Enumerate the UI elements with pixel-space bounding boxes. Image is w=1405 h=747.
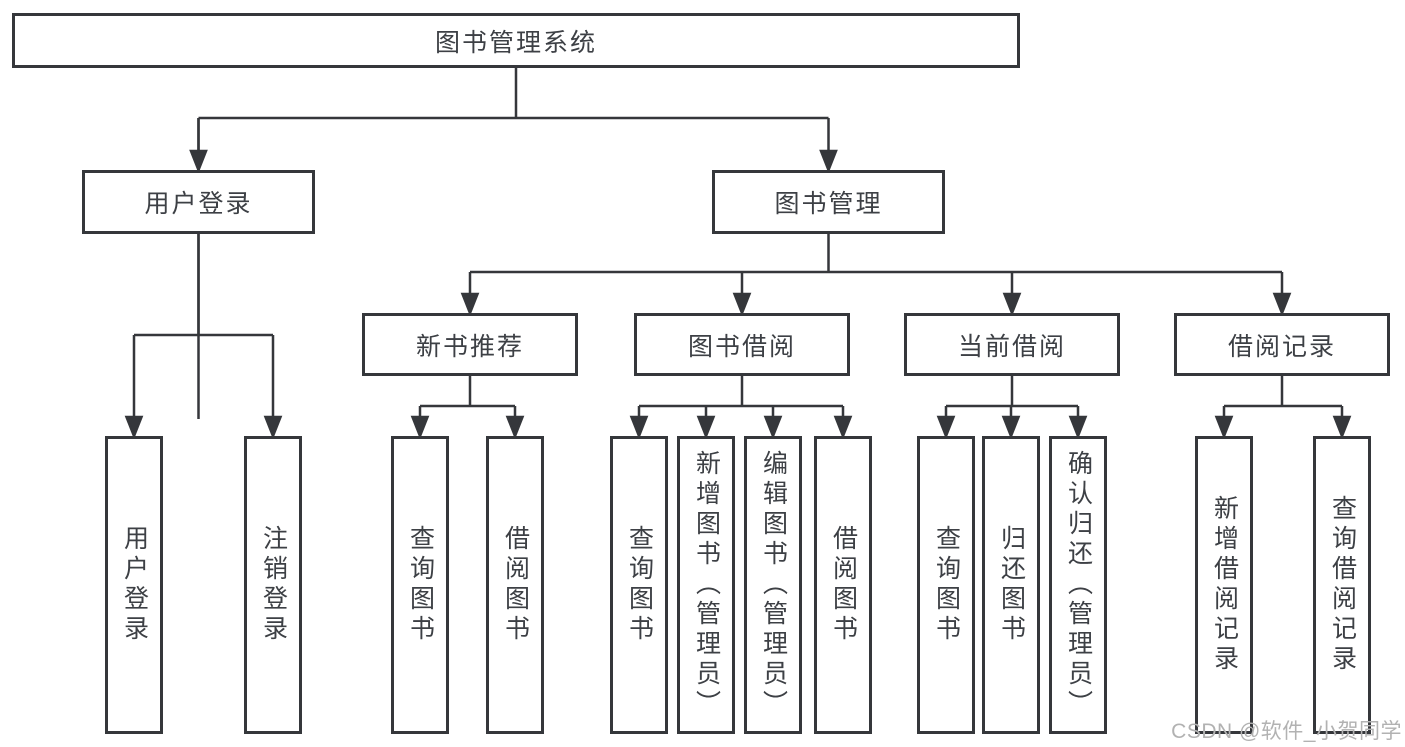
connector-userlogin-to-leaves [124, 234, 283, 440]
leaf-query-books-recommend: 查询图书 [391, 436, 449, 734]
arrowhead [936, 415, 956, 440]
leaf-edit-book-admin: 编辑图书（管理员） [744, 436, 802, 734]
leaf-confirm-return-admin: 确认归还（管理员） [1049, 436, 1107, 734]
connector-line [132, 234, 275, 419]
connector-newbook-to-leaves [410, 376, 525, 440]
leaf-return-book: 归还图书 [982, 436, 1040, 734]
node-book-management: 图书管理 [712, 170, 945, 234]
connector-line [197, 68, 830, 419]
arrowhead [1068, 415, 1088, 440]
connector-line [637, 376, 845, 419]
connector-borrowing-to-leaves [629, 376, 853, 440]
connector-line [418, 376, 517, 419]
connector-current-to-leaves [936, 376, 1088, 440]
connector-bookmgmt-to-level3 [460, 234, 1292, 317]
connector-line [1222, 376, 1344, 419]
leaf-borrow-books-recommend: 借阅图书 [486, 436, 544, 734]
arrowhead [833, 415, 853, 440]
node-root-system: 图书管理系统 [12, 13, 1020, 68]
csdn-watermark: CSDN @软件_小贺同学 [1171, 720, 1402, 743]
connector-root-to-level2 [189, 68, 838, 419]
node-current-borrowing: 当前借阅 [904, 313, 1120, 376]
arrowhead [1214, 415, 1234, 440]
arrowhead [460, 292, 480, 317]
arrowhead [763, 415, 783, 440]
arrowhead [124, 415, 144, 440]
node-borrowing-records: 借阅记录 [1174, 313, 1390, 376]
connector-line [944, 376, 1080, 419]
node-user-login-group: 用户登录 [82, 170, 315, 234]
connector-line [468, 234, 1284, 296]
arrowhead [505, 415, 525, 440]
arrowhead [732, 292, 752, 317]
arrowhead [629, 415, 649, 440]
leaf-query-books-borrowing: 查询图书 [610, 436, 668, 734]
arrowhead [1272, 292, 1292, 317]
leaf-user-login: 用户登录 [105, 436, 163, 734]
connector-records-to-leaves [1214, 376, 1352, 440]
leaf-query-books-current: 查询图书 [917, 436, 975, 734]
arrowhead [696, 415, 716, 440]
arrowhead [1002, 292, 1022, 317]
node-new-book-recommend: 新书推荐 [362, 313, 578, 376]
node-book-borrowing: 图书借阅 [634, 313, 850, 376]
arrowhead [819, 149, 838, 174]
leaf-logout: 注销登录 [244, 436, 302, 734]
leaf-borrow-books-borrowing: 借阅图书 [814, 436, 872, 734]
leaf-add-book-admin: 新增图书（管理员） [677, 436, 735, 734]
arrowhead [410, 415, 430, 440]
arrowhead [1001, 415, 1021, 440]
leaf-add-borrow-record: 新增借阅记录 [1195, 436, 1253, 734]
leaf-query-borrow-record: 查询借阅记录 [1313, 436, 1371, 734]
arrowhead [189, 149, 208, 174]
arrowhead [1332, 415, 1352, 440]
arrowhead [263, 415, 283, 440]
